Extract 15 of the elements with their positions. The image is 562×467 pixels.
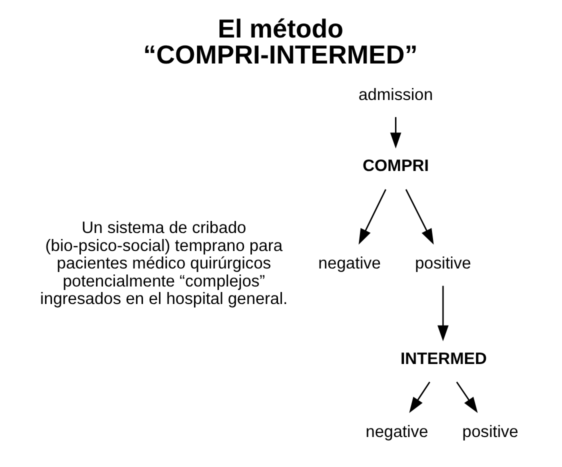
arrow: [405, 189, 434, 245]
node-text: positive: [462, 422, 518, 442]
label: Un sistema de cribado (bio-psico-social) temprano para pacientes médico quirúrgicos potencialmente “complejos” ingresados en el hospital general.: [40, 218, 288, 308]
node-text: positive: [414, 254, 472, 273]
node-text: INTERMED: [400, 348, 487, 368]
arrow: [409, 382, 430, 414]
arrow: [456, 382, 478, 413]
node-text: negative: [366, 422, 428, 442]
node-text: admission: [358, 85, 433, 104]
node-text: COMPRI: [362, 156, 429, 176]
arrow: [358, 189, 386, 245]
arrow: [437, 286, 449, 342]
node-text: negative: [318, 254, 381, 273]
arrow: [390, 117, 402, 148]
diagram-title: El método “COMPRI-INTERMED”: [143, 13, 418, 70]
